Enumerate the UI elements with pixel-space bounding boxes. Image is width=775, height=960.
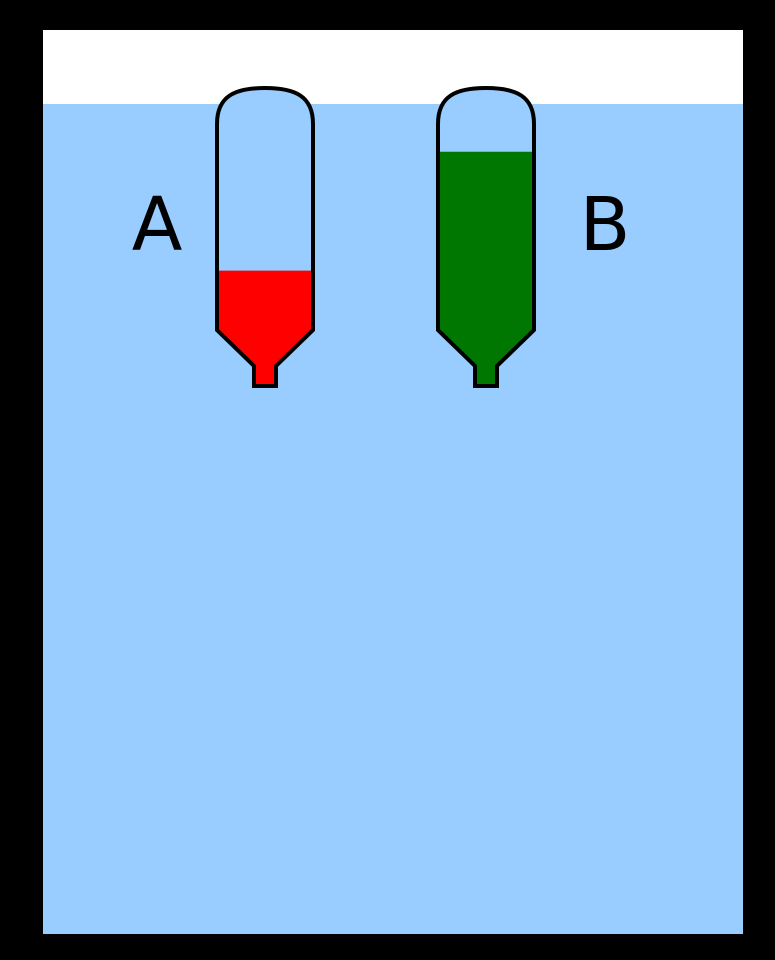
tube-b-label: B xyxy=(580,182,631,268)
tube-a xyxy=(215,85,315,388)
tube-b-liquid xyxy=(440,151,532,384)
tube-a-label: A xyxy=(132,182,183,268)
tube-a-liquid xyxy=(219,270,311,384)
tube-a-outline xyxy=(215,85,315,388)
air-region xyxy=(43,30,743,104)
tube-b-outline xyxy=(436,85,536,388)
tube-b xyxy=(436,85,536,388)
water-region xyxy=(43,104,743,934)
